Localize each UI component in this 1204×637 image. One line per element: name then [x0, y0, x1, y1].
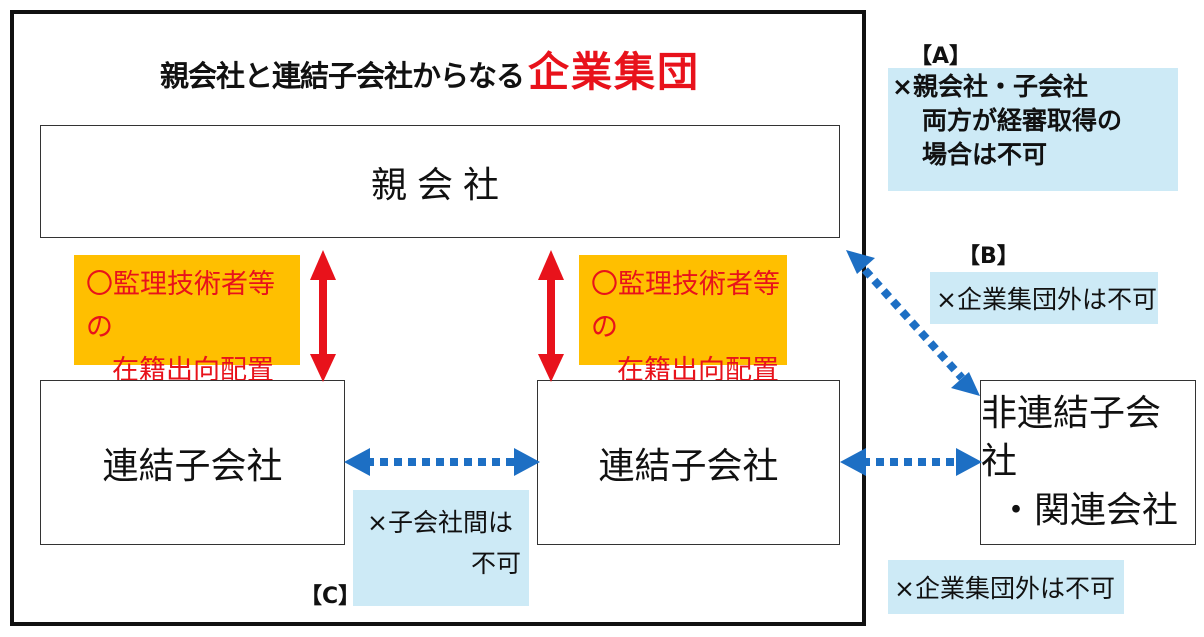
blue-dashed-arrow-diagonal: [846, 250, 980, 396]
parent-company-label: 親会社: [370, 164, 509, 206]
note-b-box: ×企業集団外は不可: [930, 272, 1158, 324]
transfer-allowed-note-right: 〇監理技術者等の 在籍出向配置可: [579, 255, 787, 430]
note-c-line2: 不可: [470, 549, 521, 579]
transfer-note-line1: 〇監理技術者等の: [591, 269, 780, 344]
nonconsolidated-label-line2: ・関連会社: [997, 489, 1178, 531]
consolidated-subsidiary-box-left: 連結子会社: [40, 380, 345, 545]
parent-company-box: 親会社: [40, 125, 840, 238]
label-b: 【B】: [958, 244, 1019, 269]
note-d-text: ×企業集団外は不可: [894, 574, 1115, 603]
note-d-box: ×企業集団外は不可: [888, 560, 1124, 614]
transfer-note-line1: 〇監理技術者等の: [86, 269, 275, 344]
note-c-box: ×子会社間は 不可: [353, 490, 529, 606]
diagram-title: 親会社と連結子会社からなる 企業集団: [160, 38, 780, 108]
note-a-box: ×親会社・子会社 両方が経審取得の 場合は不可: [888, 68, 1178, 191]
note-a-line1: ×親会社・子会社: [892, 72, 1088, 101]
blue-dashed-arrow-external: [840, 448, 982, 476]
blue-dashed-arrow-subsidiaries: [344, 448, 540, 476]
subsidiary-label: 連結子会社: [598, 445, 779, 487]
note-b-text: ×企業集団外は不可: [936, 285, 1157, 314]
title-accent-text: 企業集団: [528, 48, 701, 96]
consolidated-subsidiary-box-right: 連結子会社: [537, 380, 840, 545]
note-c-line1: ×子会社間は: [367, 508, 513, 537]
red-double-arrow-left: [310, 250, 336, 382]
nonconsolidated-label-line1: 非連結子会社: [981, 392, 1162, 483]
label-a: 【A】: [910, 44, 972, 69]
label-c: 【C】: [300, 584, 361, 609]
title-main-text: 親会社と連結子会社からなる: [160, 59, 525, 93]
note-a-line2: 両方が経審取得の: [922, 105, 1123, 135]
note-a-line3: 場合は不可: [922, 139, 1048, 169]
nonconsolidated-affiliate-box: 非連結子会社 ・関連会社: [980, 380, 1196, 545]
corporate-group-frame: [10, 10, 866, 626]
subsidiary-label: 連結子会社: [102, 445, 283, 487]
red-double-arrow-right: [538, 250, 564, 382]
